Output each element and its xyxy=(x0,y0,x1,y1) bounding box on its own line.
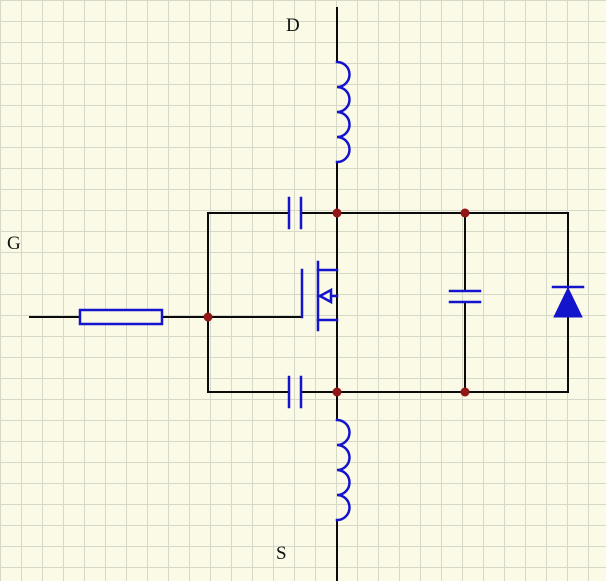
terminal-labels: D G S xyxy=(7,15,300,564)
inductor-source-icon[interactable] xyxy=(335,418,351,522)
junction-dot-top-center xyxy=(332,208,342,218)
capacitor-shunt-icon[interactable] xyxy=(448,289,482,304)
junction-dot-bottom-right xyxy=(460,387,470,397)
drain-label[interactable]: D xyxy=(286,15,300,36)
source-label[interactable]: S xyxy=(276,543,287,564)
junction-dot-top-right xyxy=(460,208,470,218)
junction-dot-gate xyxy=(203,312,213,322)
mosfet-body-arrow xyxy=(317,287,333,305)
inductor-drain-icon[interactable] xyxy=(335,60,351,164)
mosfet-icon[interactable] xyxy=(300,260,339,332)
junction-dots xyxy=(203,208,470,397)
wires xyxy=(29,7,569,581)
gate-label[interactable]: G xyxy=(7,233,21,254)
capacitor-gate-top-icon[interactable] xyxy=(287,196,303,230)
diode-anode-triangle xyxy=(553,286,583,318)
diode-shunt-icon[interactable] xyxy=(551,285,585,318)
capacitor-gate-bottom-icon[interactable] xyxy=(287,375,303,409)
components xyxy=(78,60,585,522)
junction-dot-bottom-center xyxy=(332,387,342,397)
resistor-gate-icon[interactable] xyxy=(78,308,164,326)
